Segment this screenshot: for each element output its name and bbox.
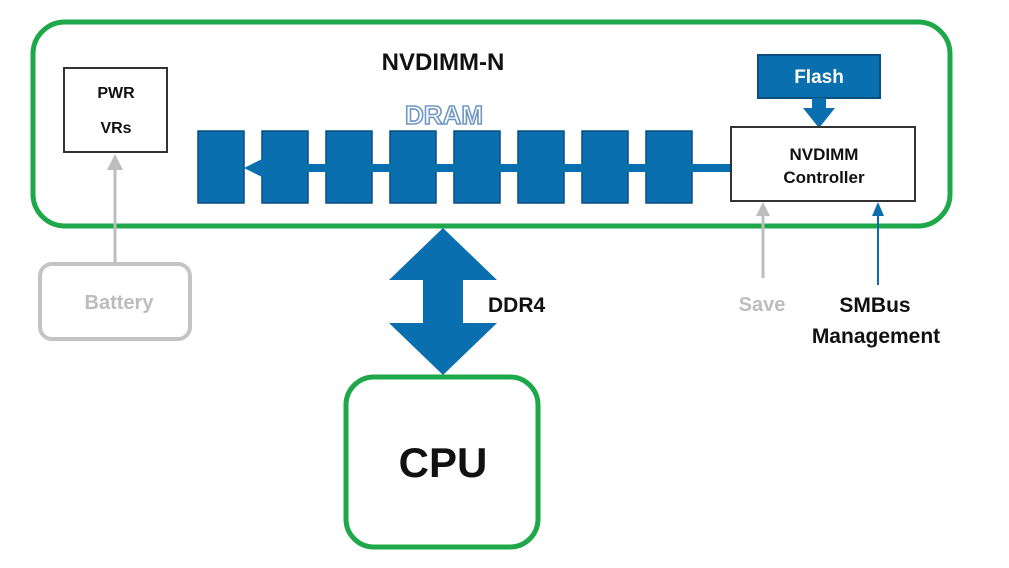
pwr-label: PWR bbox=[97, 85, 135, 102]
controller-label-line1: NVDIMM bbox=[790, 145, 859, 164]
flash-controller-arrow bbox=[812, 98, 826, 110]
dram-bus-arrowhead bbox=[244, 158, 264, 178]
save-arrowhead bbox=[756, 202, 770, 216]
cpu-label: CPU bbox=[399, 439, 488, 486]
ddr4-label: DDR4 bbox=[488, 294, 545, 317]
smbus-arrowhead bbox=[872, 202, 884, 216]
vrs-label: VRs bbox=[100, 120, 131, 137]
battery-label: Battery bbox=[85, 292, 155, 314]
smbus-label-line1: SMBus bbox=[839, 294, 910, 317]
dram-label: DRAM bbox=[405, 100, 483, 130]
smbus-label-line2: Management bbox=[812, 325, 940, 348]
nvdimm-controller-box bbox=[730, 126, 916, 202]
dram-bus-line bbox=[262, 164, 732, 172]
flash-label: Flash bbox=[794, 67, 844, 88]
battery-box bbox=[38, 262, 192, 341]
save-label: Save bbox=[739, 294, 786, 316]
dram-chip bbox=[197, 130, 245, 204]
controller-label-line2: Controller bbox=[783, 168, 865, 187]
ddr4-bidirectional-arrow bbox=[389, 228, 497, 375]
module-title: NVDIMM-N bbox=[382, 49, 505, 76]
flash-controller-arrowhead bbox=[803, 108, 835, 128]
pwr-vrs-box bbox=[63, 67, 168, 153]
battery-power-arrowhead bbox=[107, 154, 123, 170]
cpu-box bbox=[343, 374, 541, 550]
